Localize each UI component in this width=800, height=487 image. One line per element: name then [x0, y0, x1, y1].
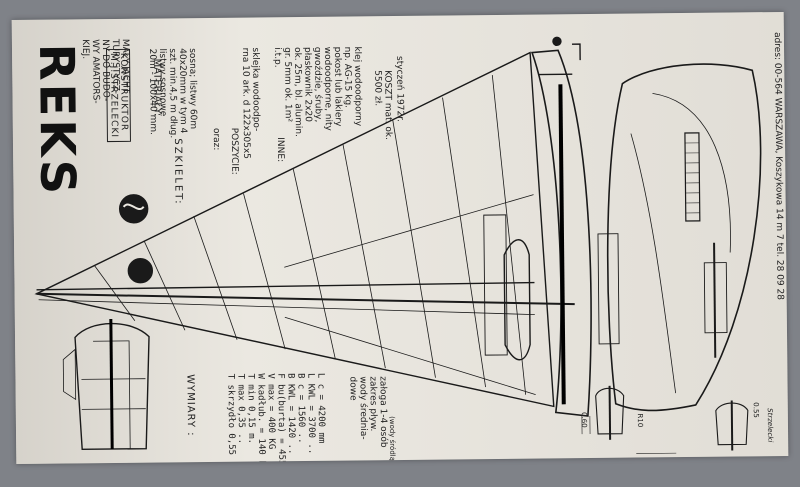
subtitle-line: KIEJ.	[79, 39, 91, 60]
poster-title: REKS	[27, 43, 86, 198]
dimension-label: T max	[235, 373, 246, 401]
plating-label: POSZYCIE:	[228, 127, 240, 175]
dimension-value: = 1560 ..	[295, 394, 307, 444]
other-line: i.t.p.	[271, 47, 283, 68]
crew-block: załoga 1-4 osób zakres pływ. wody średni…	[347, 376, 388, 448]
plan-mark: 0.55	[751, 402, 760, 418]
dimensions-table: L c = 4200 mm L KWL = 3700 .. B c = 1560…	[225, 373, 326, 464]
crew-note: (wody śródlądowe)	[387, 416, 397, 465]
other-line: gr. 5mm ok. 1m²	[281, 47, 293, 123]
dimension-row: F bu(burta) = 455 ..	[275, 373, 286, 464]
designer-role: KONSTRUKTOR	[118, 52, 129, 132]
skeleton-label: SZKIELET:	[171, 138, 184, 206]
oraz-label: oraz:	[210, 127, 222, 151]
crew-line: załoga 1-4 osób	[377, 376, 389, 448]
other-line: gwoździe, śruby,	[311, 46, 323, 123]
dimension-label: F bu(burta)	[275, 373, 287, 433]
plating-list: sklejka wodoodpo- rna 10 ark. d 122x305x…	[240, 47, 261, 159]
dimension-row: B c = 1560 ..	[295, 373, 306, 464]
crew-line: dowe	[347, 376, 358, 401]
other-line: ok. 25m, bl. alumin.	[291, 47, 303, 137]
skeleton-line: listwy sosnowe	[157, 48, 168, 117]
other-line: pokost lub lakiery	[331, 46, 343, 127]
cost-block: KOSZT mat. ok. 5500 zł.	[372, 70, 393, 140]
other-line: np. AG-15 kg.	[341, 46, 353, 109]
dimension-row: L c = 4200 mm	[315, 373, 326, 464]
dimension-value: = 400 KG	[265, 405, 277, 450]
plating-line: rna 10 ark. d 122x305x5	[239, 47, 252, 160]
plan-date: styczeń 1972r.	[394, 55, 405, 123]
dimension-value: = 1420 ..	[285, 405, 297, 455]
dimension-label: T skrzydło	[225, 373, 236, 429]
other-list: klej wodoodporny np. AG-15 kg. pokost lu…	[272, 46, 363, 137]
other-line: wodoodporne, nity	[321, 46, 333, 131]
dimension-label: B c	[295, 372, 306, 390]
dimension-label: V max	[265, 373, 276, 401]
dimension-row: L KWL = 3700 ..	[305, 373, 316, 464]
skeleton-line: szt. min.4,5 m dług.	[167, 48, 178, 139]
dimension-row: B KWL = 1420 ..	[285, 373, 296, 464]
dimension-row: T skrzydło 0,55 ..	[225, 374, 236, 464]
sailplan-drawing	[34, 36, 762, 454]
plating-line: sklejka wodoodpo-	[249, 47, 261, 132]
dimension-value: 0,15 m.	[245, 406, 257, 445]
other-line: klej wodoodporny	[351, 46, 363, 127]
plan-mark: R10	[635, 413, 644, 428]
dimension-value: = 4200 mm	[315, 394, 327, 444]
dimension-row: T max 0,35 ..	[235, 374, 246, 464]
dimension-row: T min 0,15 m.	[245, 374, 256, 465]
dimension-row: W kadłub. = 140 kg.	[255, 373, 266, 464]
cost-value: 5500 zł.	[372, 70, 383, 107]
dimension-value: 0,55 ..	[226, 433, 237, 465]
crew-line: wody średnia-	[357, 376, 369, 440]
plan-mark: 0.60	[579, 412, 588, 428]
dimension-value: = 455 ..	[276, 438, 287, 465]
dimension-row: V max = 400 KG	[265, 373, 276, 464]
skeleton-list: sosna; listwy 60m 40x20mm w tym 4 szt. m…	[147, 48, 198, 138]
subtitle-line: WY AMATORS-	[89, 39, 101, 104]
skeleton-line: 20m - 100x40 mm.	[147, 48, 158, 136]
signature: Strzelecki	[765, 408, 775, 443]
designer-name: M.J.STRZELECKI	[108, 52, 119, 139]
dimension-value: 0,35 ..	[235, 406, 247, 445]
dimensions-heading: WYMIARY :	[184, 374, 197, 437]
dimension-label: W kadłub.	[255, 373, 266, 423]
other-line: płaskownik 2x20	[301, 46, 313, 123]
skeleton-line: 40x20mm w tym 4	[177, 48, 188, 134]
dimension-label: L KWL	[305, 372, 316, 401]
designer-box: KONSTRUKTOR M.J.STRZELECKI	[106, 48, 131, 143]
other-label: INNE:	[274, 137, 286, 163]
crew-line: zakres pływ.	[367, 376, 379, 432]
dimension-value: = 3700 ..	[305, 405, 317, 455]
dimension-value: = 140 kg.	[255, 427, 267, 465]
dimension-label: L c	[315, 372, 326, 390]
skeleton-line: sosna; listwy 60m	[187, 48, 198, 130]
cost-line: KOSZT mat. ok.	[382, 70, 393, 141]
dimension-label: T min	[245, 373, 256, 401]
dimension-label: B KWL	[285, 373, 296, 401]
plan-sheet: REKS MAŁY JACHT TURYSTYCZ- NY DO BUDO- W…	[11, 11, 789, 465]
